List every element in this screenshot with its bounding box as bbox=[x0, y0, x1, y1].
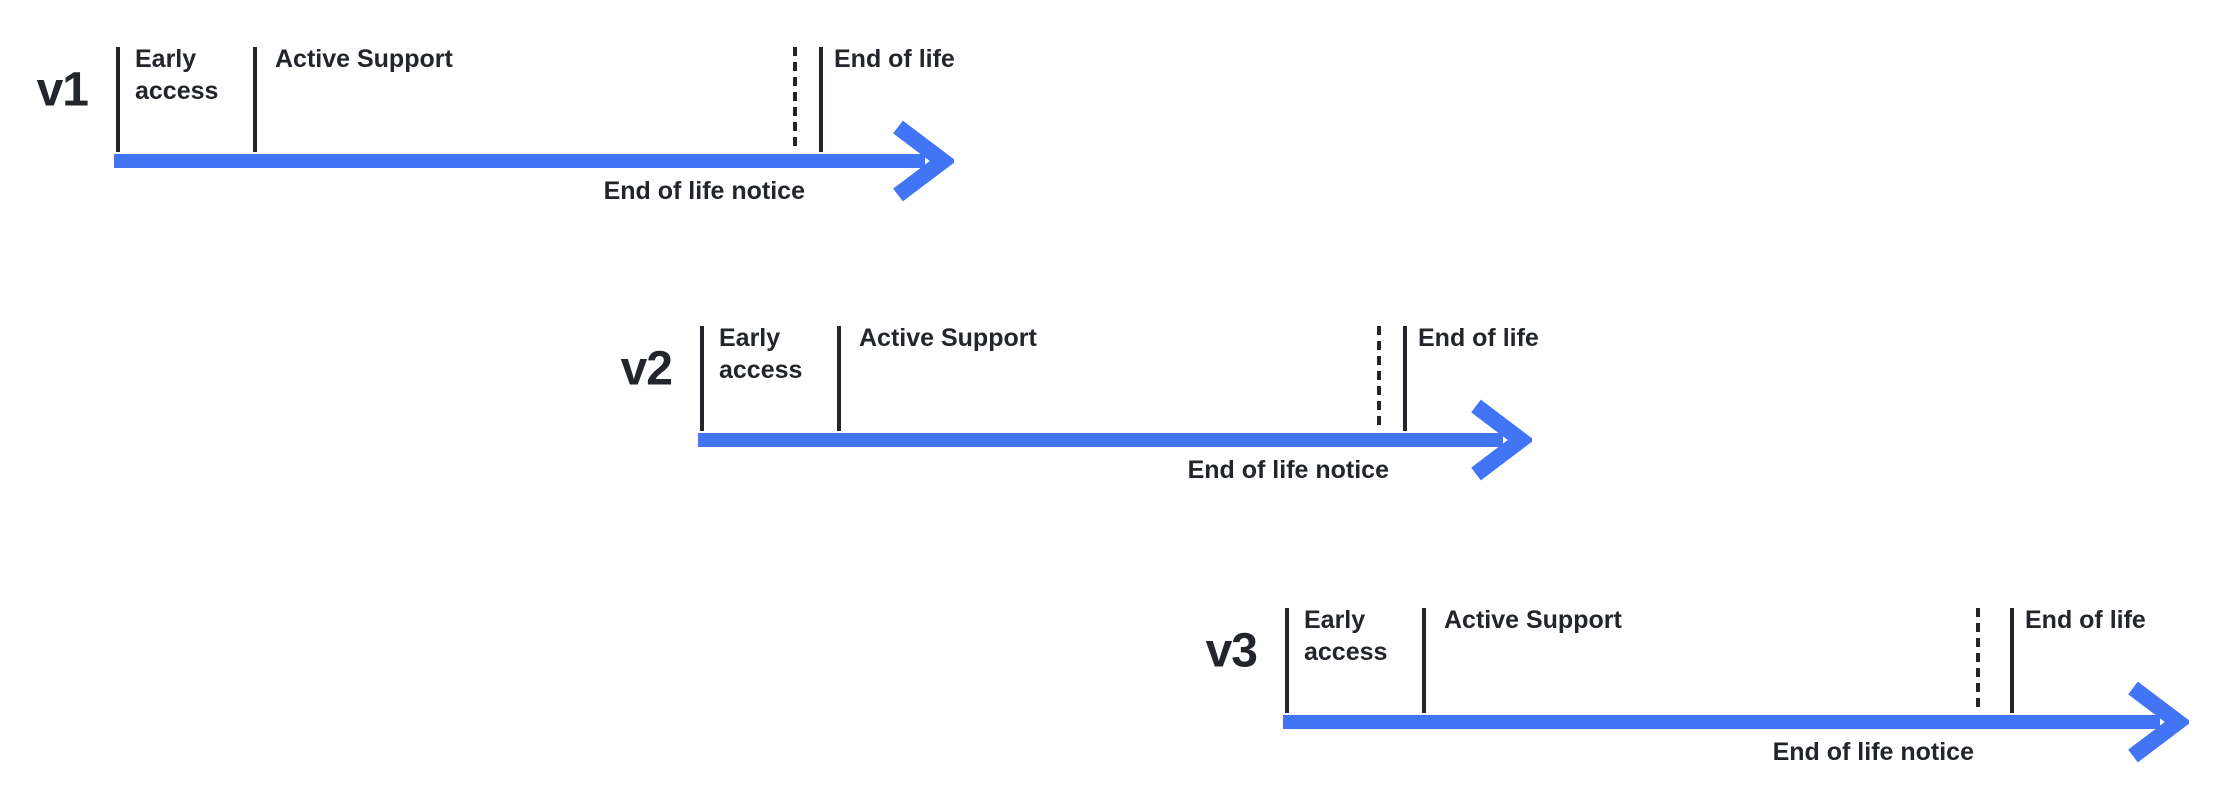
end-of-life-notice-label: End of life notice bbox=[1772, 738, 1974, 766]
active-support-label: Active Support bbox=[1444, 606, 1622, 634]
end-of-life-tick bbox=[1403, 326, 1407, 431]
timeline-v1: v1 Early access Active Support End of li… bbox=[37, 45, 956, 227]
version-label: v1 bbox=[36, 63, 89, 117]
early-access-label: Early access bbox=[135, 45, 219, 105]
active-support-label: Active Support bbox=[275, 45, 453, 73]
timeline-arrow-icon bbox=[114, 120, 954, 202]
timeline-v3: v3 Early access Active Support End of li… bbox=[1206, 606, 2191, 788]
timeline-arrow-icon bbox=[1283, 681, 2189, 763]
active-support-start-tick bbox=[253, 47, 257, 152]
active-support-start-tick bbox=[1422, 608, 1426, 713]
early-access-label: Early access bbox=[719, 324, 803, 384]
eol-notice-dashed-tick bbox=[1976, 608, 1980, 713]
end-of-life-notice-label: End of life notice bbox=[603, 177, 805, 205]
early-access-label: Early access bbox=[1304, 606, 1388, 666]
timeline-arrow-icon bbox=[698, 399, 1532, 481]
end-of-life-tick bbox=[2010, 608, 2014, 713]
end-of-life-notice-label: End of life notice bbox=[1187, 456, 1389, 484]
eol-notice-dashed-tick bbox=[793, 47, 797, 152]
active-support-start-tick bbox=[837, 326, 841, 431]
end-of-life-label: End of life bbox=[834, 45, 955, 73]
version-label: v2 bbox=[620, 342, 673, 396]
end-of-life-tick bbox=[819, 47, 823, 152]
timeline-v2: v2 Early access Active Support End of li… bbox=[621, 324, 1539, 506]
early-access-start-tick bbox=[700, 326, 704, 431]
end-of-life-label: End of life bbox=[2025, 606, 2146, 634]
early-access-start-tick bbox=[1285, 608, 1289, 713]
eol-notice-dashed-tick bbox=[1377, 326, 1381, 431]
version-label: v3 bbox=[1205, 624, 1258, 678]
active-support-label: Active Support bbox=[859, 324, 1037, 352]
end-of-life-label: End of life bbox=[1418, 324, 1539, 352]
early-access-start-tick bbox=[116, 47, 120, 152]
